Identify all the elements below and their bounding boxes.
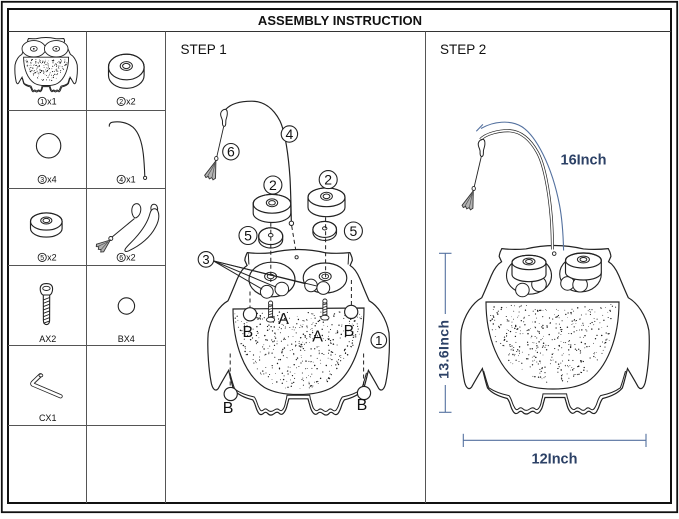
svg-text:2: 2 <box>119 99 123 106</box>
svg-text:5: 5 <box>244 228 252 244</box>
svg-text:13.6Inch: 13.6Inch <box>436 320 452 379</box>
svg-text:4: 4 <box>286 126 294 142</box>
svg-text:AX2: AX2 <box>39 334 56 344</box>
svg-text:6: 6 <box>119 255 123 262</box>
svg-text:x2: x2 <box>126 97 136 107</box>
svg-text:x2: x2 <box>47 253 57 263</box>
svg-text:A: A <box>278 311 289 328</box>
svg-text:B: B <box>243 324 254 341</box>
svg-text:B: B <box>344 323 355 340</box>
svg-text:3: 3 <box>40 177 44 184</box>
svg-text:x4: x4 <box>47 175 57 185</box>
svg-text:1: 1 <box>375 333 382 348</box>
svg-text:6: 6 <box>227 144 235 160</box>
svg-text:ASSEMBLY INSTRUCTION: ASSEMBLY INSTRUCTION <box>258 13 422 28</box>
svg-text:2: 2 <box>269 177 277 193</box>
svg-text:2: 2 <box>324 172 332 188</box>
svg-text:STEP 1: STEP 1 <box>181 42 227 57</box>
svg-text:BX4: BX4 <box>118 334 135 344</box>
svg-text:5: 5 <box>40 255 44 262</box>
svg-text:5: 5 <box>350 223 358 239</box>
svg-text:x1: x1 <box>47 97 57 107</box>
svg-text:1: 1 <box>40 99 44 106</box>
svg-text:16Inch: 16Inch <box>561 152 607 168</box>
svg-text:x1: x1 <box>126 175 136 185</box>
svg-text:3: 3 <box>202 252 209 267</box>
svg-text:4: 4 <box>119 177 123 184</box>
svg-text:B: B <box>357 397 368 414</box>
svg-text:B: B <box>223 400 234 417</box>
svg-text:A: A <box>312 329 323 346</box>
svg-text:STEP 2: STEP 2 <box>440 42 486 57</box>
svg-text:12Inch: 12Inch <box>532 451 578 467</box>
svg-text:x2: x2 <box>126 253 136 263</box>
svg-text:CX1: CX1 <box>39 413 57 423</box>
